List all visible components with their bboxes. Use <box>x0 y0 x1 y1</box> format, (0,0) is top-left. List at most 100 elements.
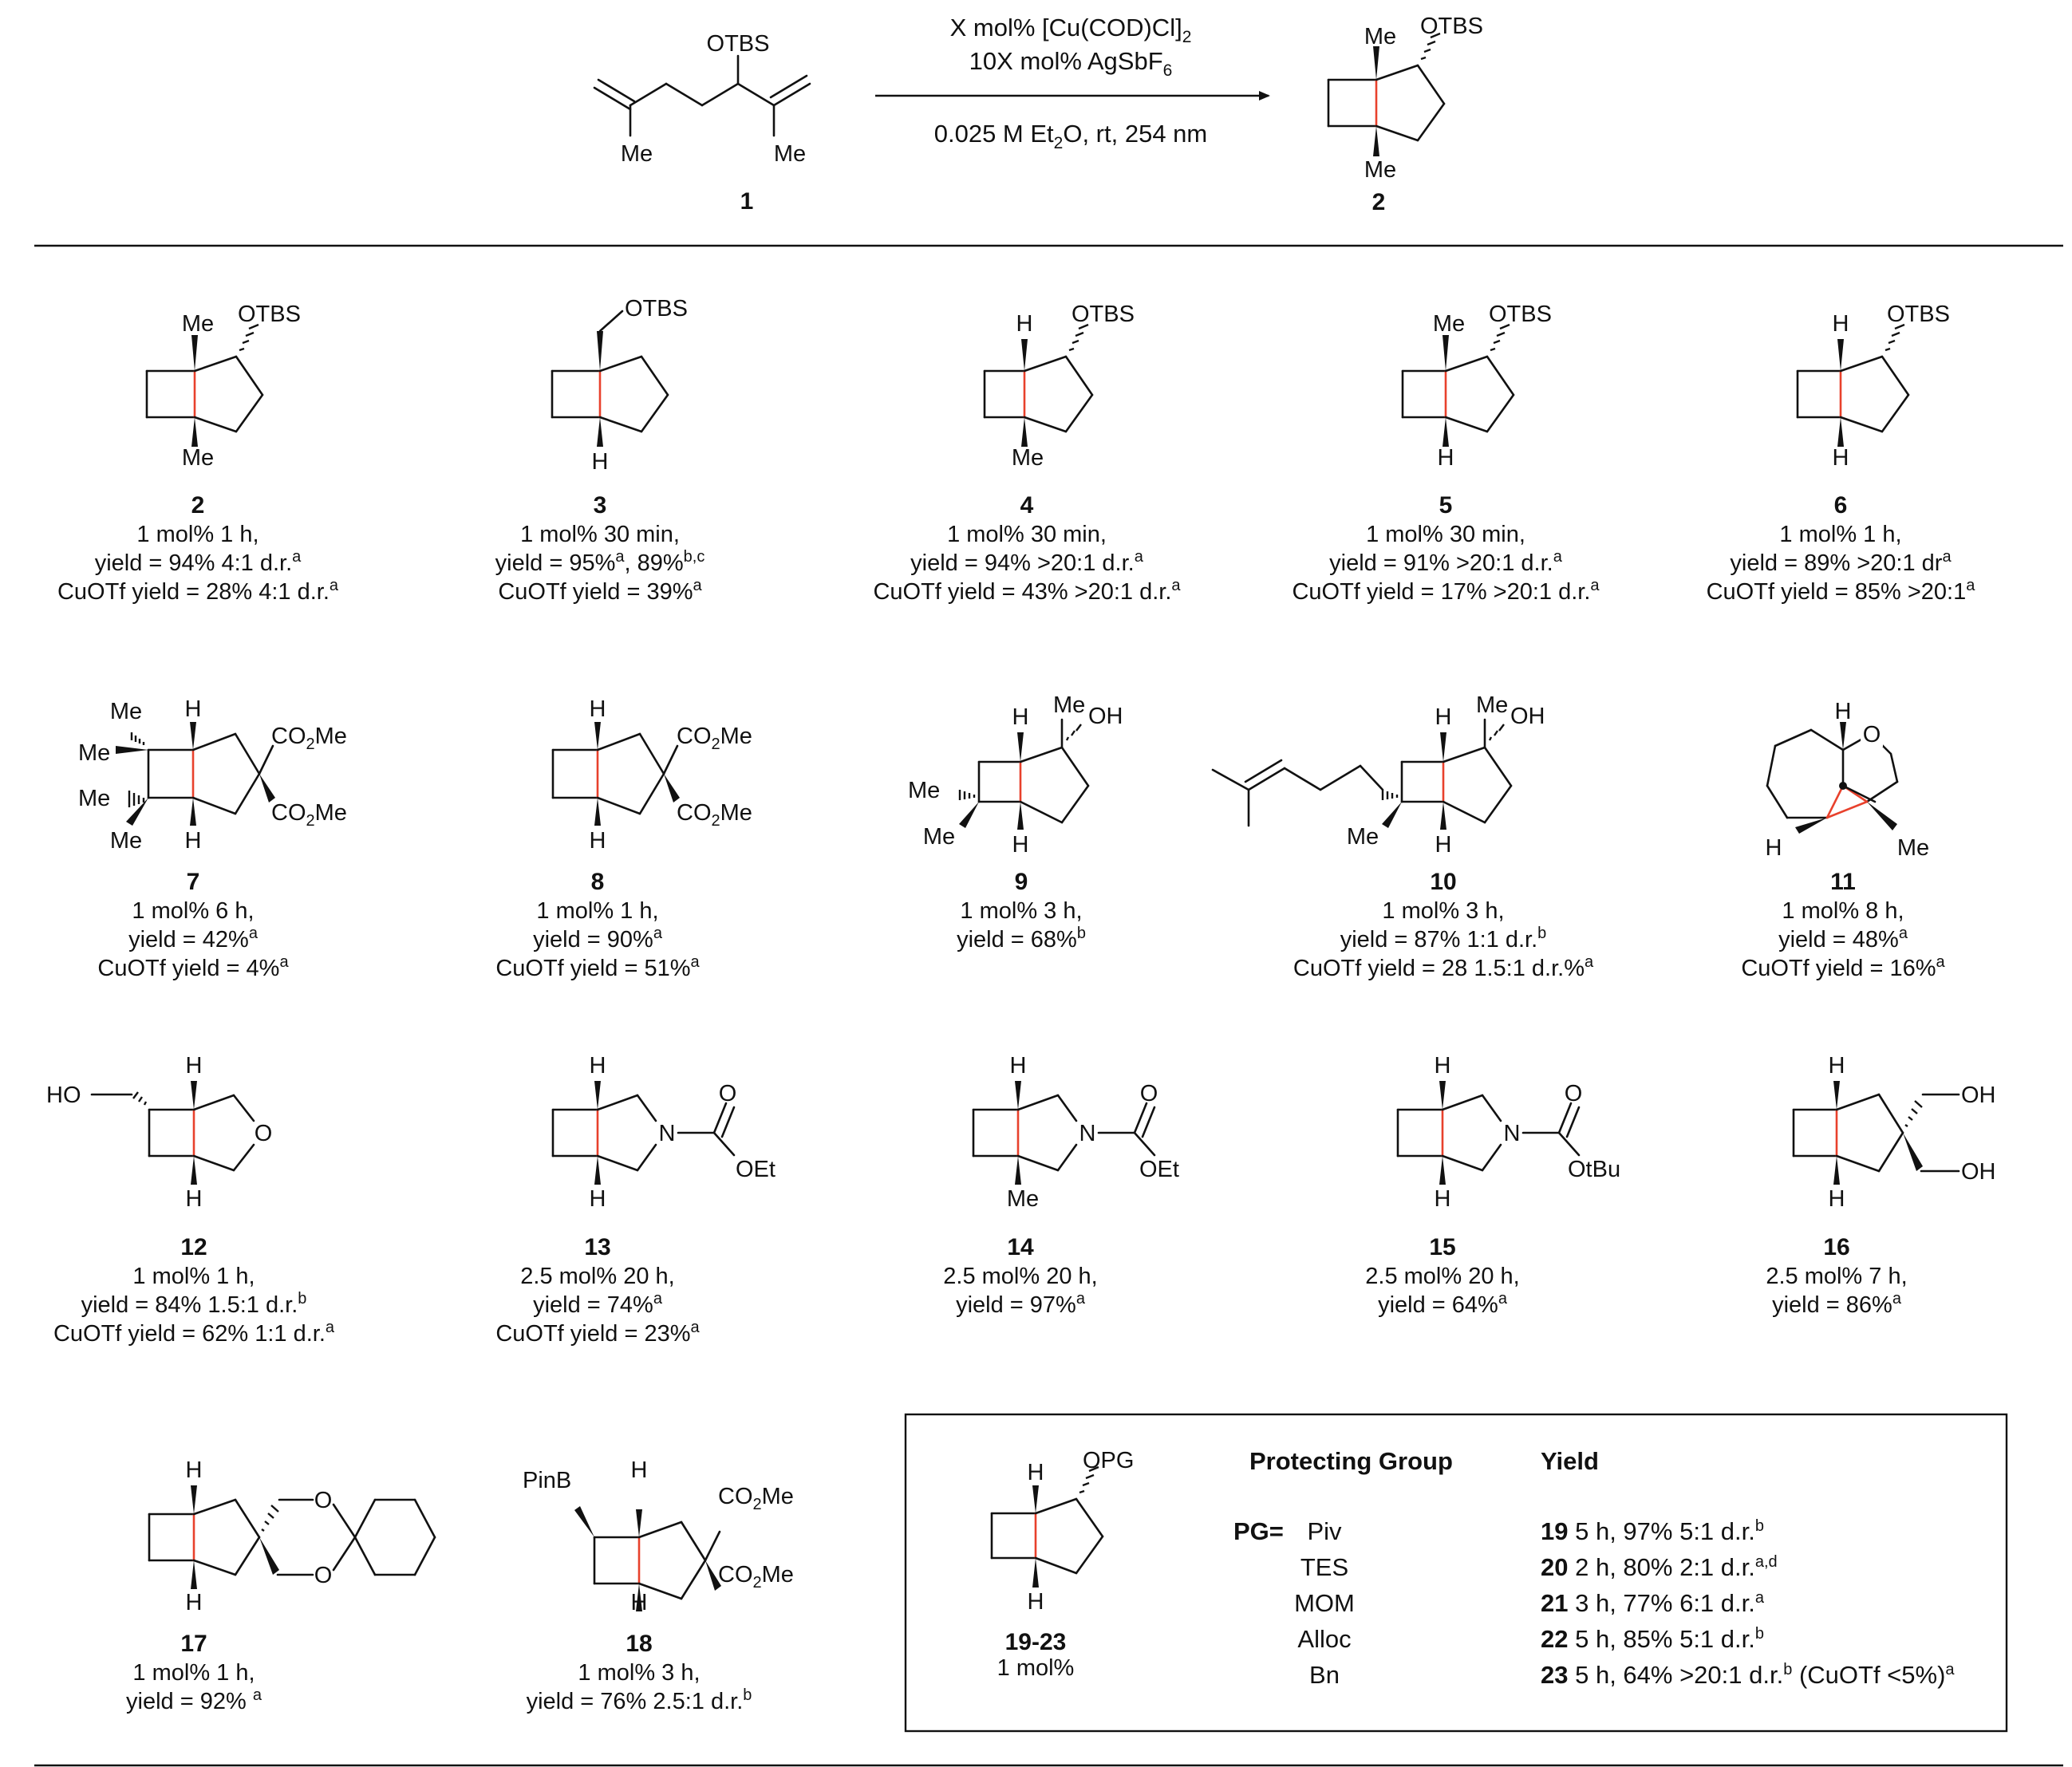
protecting-group-name: Bn <box>1309 1661 1340 1689</box>
caption-line: CuOTf yield = 23%a <box>495 1319 700 1347</box>
compound-number: 18 <box>626 1631 652 1657</box>
caption-line: 2.5 mol% 20 h, <box>520 1264 674 1289</box>
svg-text:H: H <box>1016 311 1033 337</box>
yield-entry: 23 5 h, 64% >20:1 d.r.b (CuOTf <5%)a <box>1541 1661 1955 1689</box>
svg-text:N: N <box>659 1121 676 1146</box>
caption-compound-5: 51 mol% 30 min,yield = 91% >20:1 d.r.aCu… <box>1292 492 1600 605</box>
compound-16-structure: H H OH OH <box>1792 1053 1996 1212</box>
table-row: Bn 23 5 h, 64% >20:1 d.r.b (CuOTf <5%)a <box>1309 1661 1955 1689</box>
caption-compound-10: 101 mol% 3 h,yield = 87% 1:1 d.r.bCuOTf … <box>1293 869 1594 981</box>
product-me-top-label: Me <box>1364 24 1396 49</box>
svg-text:H: H <box>1833 311 1849 337</box>
caption-compound-14: 142.5 mol% 20 h,yield = 97%a <box>943 1234 1097 1318</box>
svg-text:H: H <box>1435 832 1452 858</box>
protecting-group-name: MOM <box>1294 1589 1355 1617</box>
table-row: MOM 21 3 h, 77% 6:1 d.r.a <box>1294 1589 1765 1617</box>
caption-line: 2.5 mol% 7 h, <box>1766 1264 1907 1289</box>
caption-line: yield = 86%a <box>1772 1290 1902 1318</box>
caption-line: yield = 87% 1:1 d.r.b <box>1340 925 1547 953</box>
caption-line: 1 mol% 30 min, <box>1366 522 1525 547</box>
protecting-group-table-box <box>904 1413 2008 1733</box>
protecting-group-name: TES <box>1300 1553 1348 1581</box>
caption-compound-15: 152.5 mol% 20 h,yield = 64%a <box>1365 1234 1519 1318</box>
caption-line: 1 mol% 1 h, <box>132 1660 255 1686</box>
svg-text:CO2Me: CO2Me <box>271 800 347 830</box>
compound-number: 13 <box>584 1234 610 1260</box>
svg-text:H: H <box>1833 445 1849 471</box>
caption-line: yield = 76% 2.5:1 d.r.b <box>527 1686 752 1714</box>
compound-5-structure: Me OTBS H <box>1401 302 1552 471</box>
svg-text:OTBS: OTBS <box>625 296 688 321</box>
svg-text:Me: Me <box>78 740 110 766</box>
caption-line: CuOTf yield = 85% >20:1a <box>1707 577 1976 605</box>
compound-number: 9 <box>1015 869 1028 895</box>
caption-line: CuOTf yield = 16%a <box>1741 953 1945 981</box>
start-compound-number: 1 <box>740 188 754 215</box>
svg-text:CO2Me: CO2Me <box>677 724 752 753</box>
table-pg-prefix: PG= <box>1233 1517 1284 1545</box>
caption-line: yield = 94% >20:1 d.r.a <box>910 548 1144 576</box>
caption-line: yield = 89% >20:1 dra <box>1730 548 1952 576</box>
caption-line: yield = 64%a <box>1378 1290 1508 1318</box>
caption-compound-16: 162.5 mol% 7 h,yield = 86%a <box>1766 1234 1907 1318</box>
yield-entry: 21 3 h, 77% 6:1 d.r.a <box>1541 1589 1765 1617</box>
caption-compound-3: 31 mol% 30 min,yield = 95%a, 89%b,cCuOTf… <box>495 492 705 605</box>
compound-11-structure: H O H Me <box>1766 699 1930 861</box>
svg-text:H: H <box>1829 1053 1845 1079</box>
svg-text:OTBS: OTBS <box>1489 302 1552 327</box>
svg-text:H: H <box>1012 704 1029 730</box>
svg-text:H: H <box>1829 1186 1845 1212</box>
caption-line: CuOTf yield = 51%a <box>495 953 700 981</box>
caption-line: yield = 90%a <box>533 925 663 953</box>
compound-number: 11 <box>1830 869 1856 895</box>
compound-2-structure: Me OTBS Me <box>145 302 301 471</box>
compound-number: 6 <box>1834 492 1848 519</box>
table-compound-number: 19-23 <box>1005 1629 1067 1655</box>
svg-text:CO2Me: CO2Me <box>677 800 752 830</box>
svg-text:O: O <box>719 1081 737 1106</box>
conditions-line: 0.025 M Et2O, rt, 254 nm <box>934 120 1208 152</box>
svg-text:H: H <box>631 1457 648 1483</box>
protecting-group-name: Piv <box>1307 1517 1342 1545</box>
caption-line: CuOTf yield = 62% 1:1 d.r.a <box>53 1319 335 1347</box>
compound-12-structure: H H O HO <box>46 1053 272 1212</box>
caption-compound-4: 41 mol% 30 min,yield = 94% >20:1 d.r.aCu… <box>873 492 1181 605</box>
caption-line: 2.5 mol% 20 h, <box>1365 1264 1519 1289</box>
caption-line: yield = 91% >20:1 d.r.a <box>1329 548 1563 576</box>
svg-text:OH: OH <box>1961 1159 1996 1185</box>
svg-text:Me: Me <box>1897 835 1929 861</box>
svg-text:HO: HO <box>46 1083 81 1108</box>
caption-line: 1 mol% 3 h, <box>1382 898 1504 924</box>
compound-13-structure: H H N O OEt <box>551 1053 776 1212</box>
svg-text:N: N <box>1504 1121 1521 1146</box>
caption-line: 1 mol% 8 h, <box>1782 898 1904 924</box>
product-otbs-label: OTBS <box>1420 14 1483 39</box>
svg-text:Me: Me <box>923 824 955 850</box>
svg-text:H: H <box>590 1186 606 1212</box>
compound-14-structure: H Me N O OEt <box>972 1053 1179 1212</box>
caption-line: CuOTf yield = 43% >20:1 d.r.a <box>873 577 1181 605</box>
svg-text:H: H <box>590 828 606 854</box>
compound-number: 14 <box>1007 1234 1034 1260</box>
svg-text:H: H <box>186 1053 203 1079</box>
svg-text:O: O <box>314 1488 333 1513</box>
svg-text:H: H <box>1012 832 1029 858</box>
compound-9-structure: H H Me OH Me Me <box>908 692 1123 858</box>
caption-line: 1 mol% 1 h, <box>536 898 658 924</box>
svg-text:O: O <box>255 1121 273 1146</box>
start-me-left-label: Me <box>621 141 653 167</box>
compound-number: 17 <box>180 1631 207 1657</box>
svg-text:H: H <box>1435 704 1452 730</box>
caption-line: CuOTf yield = 17% >20:1 d.r.a <box>1292 577 1600 605</box>
svg-text:OH: OH <box>1961 1083 1996 1108</box>
start-otbs-label: OTBS <box>707 31 770 57</box>
caption-line: yield = 68%b <box>957 925 1086 953</box>
product-me-bottom-label: Me <box>1364 157 1396 183</box>
